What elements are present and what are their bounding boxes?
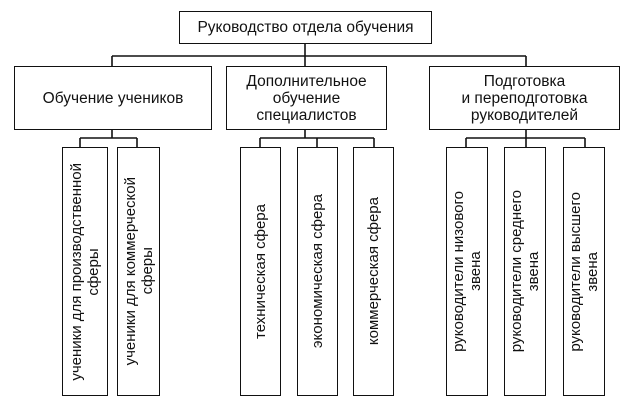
root-label: Руководство отдела обучения [197,19,414,36]
child-3-1-label: руководители низового звена [450,191,484,352]
root-box: Руководство отдела обучения [179,11,432,44]
child-box-3-2: руководители среднего звена [504,147,546,396]
child-3-2-label: руководители среднего звена [508,190,542,353]
group-box-1: Обучение учеников [14,66,212,130]
group-box-2: Дополнительное обучение специалистов [226,66,387,130]
child-box-1-2: ученики для коммерческой сферы [117,147,160,396]
group-1-label: Обучение учеников [42,89,184,107]
child-2-3-label: коммерческая сфера [365,197,382,346]
group-3-label: Подготовка и переподготовка руководителе… [461,72,588,124]
child-box-2-2: экономическая сфера [297,147,338,396]
child-box-3-1: руководители низового звена [446,147,488,396]
child-2-1-label: техническая сфера [252,204,269,339]
child-box-3-3: руководители высшего звена [563,147,605,396]
group-2-label: Дополнительное обучение специалистов [246,72,367,124]
child-box-2-3: коммерческая сфера [353,147,394,396]
group-box-3: Подготовка и переподготовка руководителе… [429,66,620,130]
child-box-2-1: техническая сфера [240,147,281,396]
child-1-1-label: ученики для производственной сферы [68,162,102,381]
child-1-2-label: ученики для коммерческой сферы [121,177,156,366]
child-box-1-1: ученики для производственной сферы [62,147,108,396]
child-3-3-label: руководители высшего звена [567,191,601,352]
child-2-2-label: экономическая сфера [309,194,326,349]
